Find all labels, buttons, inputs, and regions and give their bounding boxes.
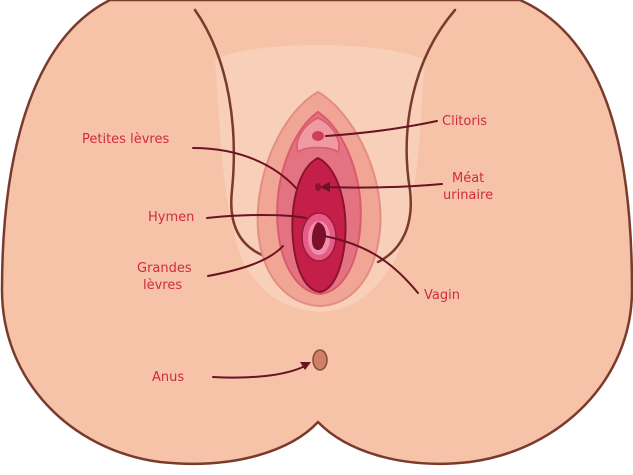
label-grandes-levres-1: Grandes <box>137 261 192 276</box>
label-hymen: Hymen <box>148 210 194 225</box>
label-meat-1: Méat <box>452 171 484 186</box>
clitoris-glans <box>312 131 324 141</box>
label-petites-levres: Petites lèvres <box>82 132 169 147</box>
label-clitoris: Clitoris <box>442 114 487 129</box>
label-anus: Anus <box>152 370 184 385</box>
label-vagin: Vagin <box>424 288 460 303</box>
label-meat-2: urinaire <box>443 188 493 203</box>
anus-shape <box>313 350 327 370</box>
body-illustration <box>2 0 632 464</box>
label-grandes-levres-2: lèvres <box>143 278 182 293</box>
